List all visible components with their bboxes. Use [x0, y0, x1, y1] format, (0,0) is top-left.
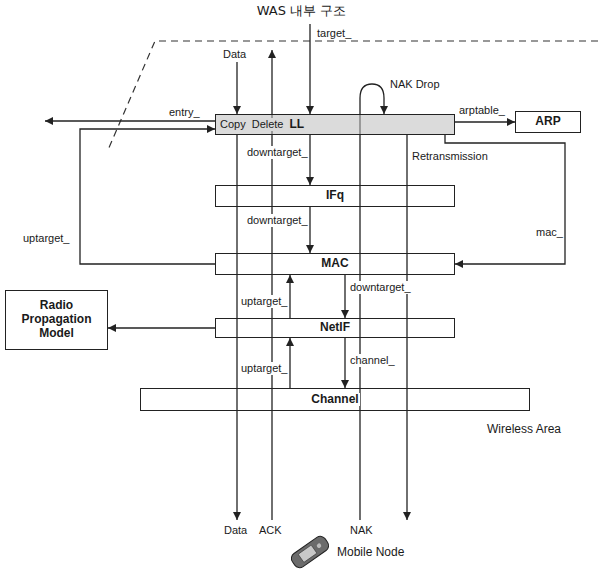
data-out-arrow — [236, 135, 237, 520]
node-text: Delete — [251, 118, 285, 131]
data-in-arrow — [236, 62, 237, 114]
annotation-label: ACK — [258, 524, 283, 537]
nak-drop-arrow — [360, 84, 384, 520]
mac-box: MAC — [215, 253, 455, 275]
node-text: MAC — [320, 257, 349, 271]
connector-label: downtarget_ — [246, 146, 309, 159]
node-text: Copy — [219, 118, 247, 131]
connector-arrow — [108, 327, 215, 328]
boundary-dashed — [108, 41, 598, 150]
connector-arrow — [289, 338, 290, 388]
queue-box: IFq — [215, 185, 455, 207]
diagram-title: WAS 내부 구조 — [0, 2, 603, 20]
target-arrow — [309, 24, 310, 114]
annotation-label: target_ — [316, 27, 352, 40]
connector-arrow — [309, 207, 310, 253]
node-text: Channel — [310, 393, 359, 407]
connector-label: uptarget_ — [240, 295, 288, 308]
node-text: NetIF — [319, 321, 351, 335]
annotation-label: entry_ — [168, 106, 201, 119]
connector-arrow — [289, 275, 290, 318]
connector-label: uptarget_ — [240, 362, 288, 375]
annotation-label: Mobile Node — [336, 546, 405, 560]
channel-box: Channel — [140, 388, 530, 411]
retransmission-arrow — [406, 135, 407, 520]
node-text: LL — [288, 118, 305, 132]
entry-arrow — [45, 120, 215, 121]
connector-arrow — [309, 135, 310, 185]
arp-box: ARP — [515, 111, 581, 133]
connector-label: uptarget_ — [22, 232, 70, 245]
node-text: Radio Propagation Model — [13, 299, 100, 340]
annotation-label: Wireless Area — [486, 423, 562, 437]
annotation-label: Data — [223, 524, 248, 537]
connector-arrow — [344, 338, 345, 388]
connector-arrow — [344, 275, 345, 318]
connector-label: channel_ — [349, 354, 396, 367]
annotation-label: NAK Drop — [389, 78, 441, 91]
netif-box: NetIF — [215, 318, 455, 338]
connector-label: downtarget_ — [349, 281, 412, 294]
node-text: ARP — [534, 115, 561, 129]
connector-label: mac_ — [535, 226, 564, 239]
connector-label: downtarget_ — [246, 214, 309, 227]
annotation-label: Data — [222, 48, 247, 61]
annotation-label: NAK — [349, 524, 374, 537]
propagation-model-box: Radio Propagation Model — [5, 290, 108, 350]
connector-label: arptable_ — [458, 104, 506, 117]
connector-arrow — [455, 121, 515, 122]
link-layer-box: Copy DeleteLL — [215, 114, 455, 135]
annotation-label: Retransmission — [411, 150, 489, 163]
connector-arrow — [80, 129, 215, 264]
node-text: IFq — [325, 189, 345, 203]
mobile-phone-icon — [289, 534, 331, 570]
